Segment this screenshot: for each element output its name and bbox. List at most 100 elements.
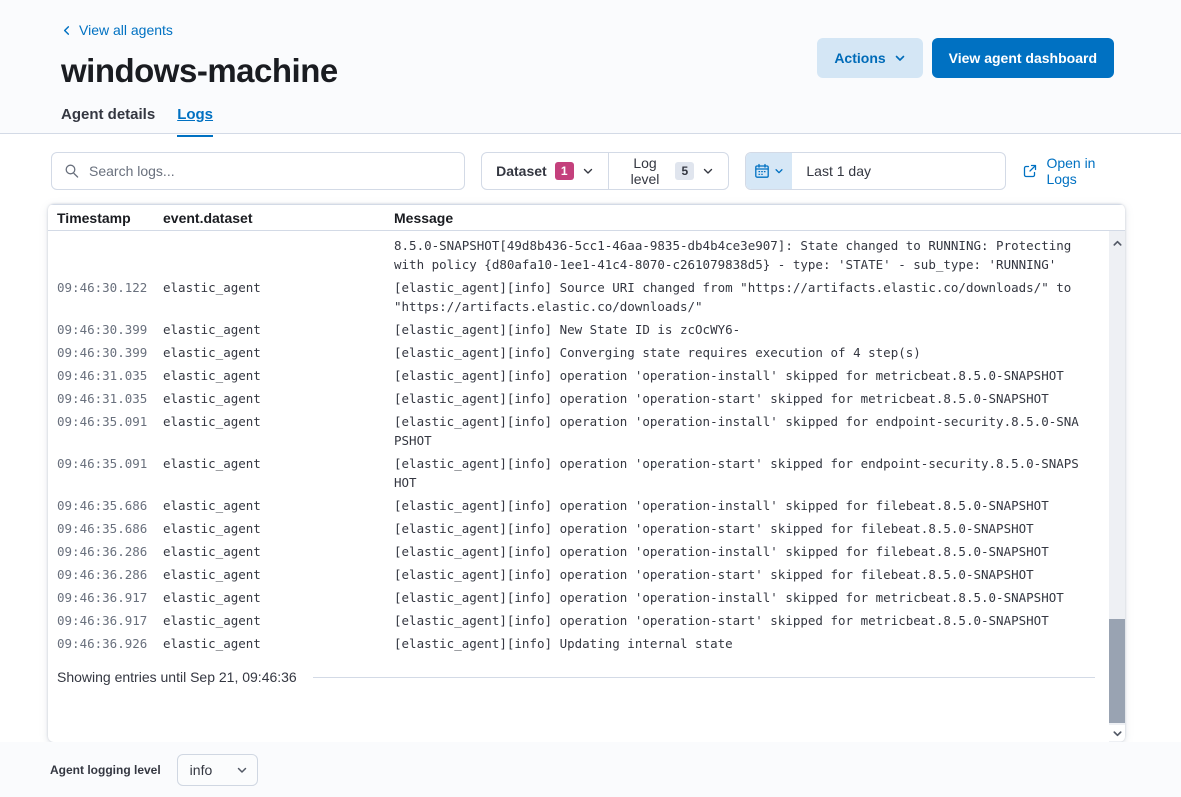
popout-icon — [1022, 163, 1038, 179]
message-cell: [elastic_agent][info] New State ID is zc… — [394, 322, 741, 337]
timestamp-cell: 09:46:35.686 — [57, 521, 148, 536]
timestamp-cell: 09:46:36.917 — [57, 590, 148, 605]
event-dataset-cell: elastic_agent — [163, 456, 261, 471]
column-header-event-dataset: event.dataset — [163, 209, 253, 226]
scrollbar-thumb[interactable] — [1109, 619, 1125, 723]
search-input[interactable] — [89, 163, 453, 179]
timestamp-cell: 09:46:36.286 — [57, 544, 148, 559]
vertical-scrollbar[interactable] — [1109, 231, 1125, 742]
agent-logging-level-label: Agent logging level — [50, 763, 161, 777]
timestamp-cell: 09:46:30.122 — [57, 280, 148, 295]
event-dataset-cell: elastic_agent — [163, 590, 261, 605]
message-cell: [elastic_agent][info] operation 'operati… — [394, 498, 1049, 513]
calendar-dropdown-button[interactable] — [746, 153, 793, 189]
timestamp-cell: 09:46:35.091 — [57, 456, 148, 471]
event-dataset-cell: elastic_agent — [163, 391, 261, 406]
event-dataset-cell: elastic_agent — [163, 498, 261, 513]
timestamp-cell: 09:46:30.399 — [57, 345, 148, 360]
header-buttons: Actions View agent dashboard — [817, 38, 1114, 78]
search-box — [51, 152, 466, 190]
message-cell: [elastic_agent][info] operation 'operati… — [394, 544, 1049, 559]
timestamp-cell: 09:46:31.035 — [57, 391, 148, 406]
event-dataset-cell: elastic_agent — [163, 280, 261, 295]
timestamp-cell: 09:46:31.035 — [57, 368, 148, 383]
filter-group: Dataset 1 Log level 5 — [481, 152, 730, 190]
message-cell: [elastic_agent][info] operation 'operati… — [394, 414, 1079, 448]
log-scroll-area[interactable]: 8.5.0-SNAPSHOT[49d8b436-5cc1-46aa-9835-d… — [48, 231, 1125, 742]
open-in-logs-label: Open in Logs — [1046, 155, 1096, 187]
view-agent-dashboard-button[interactable]: View agent dashboard — [931, 38, 1114, 78]
timestamp-cell — [48, 236, 163, 274]
scroll-up-icon[interactable] — [1109, 235, 1125, 251]
back-link-label: View all agents — [79, 22, 173, 38]
column-header-timestamp: Timestamp — [57, 209, 131, 226]
message-cell: [elastic_agent][info] Source URI changed… — [394, 280, 1079, 314]
timestamp-cell: 09:46:36.286 — [57, 567, 148, 582]
message-cell: [elastic_agent][info] Converging state r… — [394, 345, 921, 360]
divider — [312, 676, 1095, 678]
event-dataset-cell: elastic_agent — [163, 521, 261, 536]
message-cell: [elastic_agent][info] operation 'operati… — [394, 456, 1079, 490]
log-filters-toolbar: Dataset 1 Log level 5 — [0, 134, 1181, 204]
tab-logs[interactable]: Logs — [177, 106, 214, 137]
log-level-filter-button[interactable]: Log level 5 — [607, 153, 729, 189]
chevron-down-icon — [236, 764, 248, 776]
tab-agent-details[interactable]: Agent details — [61, 105, 156, 123]
dataset-filter-label: Dataset — [496, 163, 547, 179]
table-row: 09:46:31.035 elastic_agent [elastic_agent]… — [48, 387, 1125, 410]
event-dataset-cell: elastic_agent — [163, 636, 261, 651]
chevron-down-icon — [774, 166, 784, 176]
date-picker: Last 1 day — [745, 152, 1007, 190]
log-level-filter-label: Log level — [630, 155, 660, 187]
table-row: 09:46:35.686 elastic_agent [elastic_agent]… — [48, 517, 1125, 540]
calendar-icon — [754, 163, 770, 179]
message-cell: 8.5.0-SNAPSHOT[49d8b436-5cc1-46aa-9835-d… — [394, 238, 1079, 272]
message-cell: [elastic_agent][info] operation 'operati… — [394, 391, 1049, 406]
page-title: windows-machine — [61, 51, 338, 89]
dataset-filter-button[interactable]: Dataset 1 — [482, 153, 608, 189]
chevron-down-icon — [894, 52, 906, 64]
timestamp-cell: 09:46:35.686 — [57, 498, 148, 513]
time-range-value[interactable]: Last 1 day — [806, 163, 871, 179]
table-row: 09:46:30.122 elastic_agent [elastic_agent]… — [48, 276, 1125, 318]
message-cell: [elastic_agent][info] operation 'operati… — [394, 590, 1064, 605]
message-cell: [elastic_agent][info] operation 'operati… — [394, 368, 1064, 383]
event-dataset-cell: elastic_agent — [163, 567, 261, 582]
logging-level-value: info — [189, 762, 213, 778]
chevron-left-icon — [61, 25, 72, 36]
message-cell: [elastic_agent][info] operation 'operati… — [394, 567, 1034, 582]
back-link[interactable]: View all agents — [61, 22, 173, 38]
timestamp-cell: 09:46:36.917 — [57, 613, 148, 628]
entries-note: Showing entries until Sep 21, 09:46:36 — [57, 669, 297, 685]
event-dataset-cell: elastic_agent — [163, 345, 261, 360]
message-cell: [elastic_agent][info] operation 'operati… — [394, 521, 1034, 536]
open-in-logs-link[interactable]: Open in Logs — [1022, 155, 1125, 187]
event-dataset-cell: elastic_agent — [163, 544, 261, 559]
event-dataset-cell: elastic_agent — [163, 368, 261, 383]
table-row: 8.5.0-SNAPSHOT[49d8b436-5cc1-46aa-9835-d… — [48, 234, 1125, 276]
actions-button-label: Actions — [834, 50, 886, 66]
event-dataset-cell: elastic_agent — [163, 613, 261, 628]
timestamp-cell: 09:46:30.399 — [57, 322, 148, 337]
timestamp-cell: 09:46:36.926 — [57, 636, 148, 651]
event-dataset-cell: elastic_agent — [163, 322, 261, 337]
dataset-count-badge: 1 — [554, 162, 574, 180]
chevron-down-icon — [582, 165, 594, 177]
table-row: 09:46:36.926 elastic_agent [elastic_agent]… — [48, 632, 1125, 655]
column-header-message: Message — [394, 209, 454, 226]
log-rows: 8.5.0-SNAPSHOT[49d8b436-5cc1-46aa-9835-d… — [48, 234, 1125, 655]
logs-panel: Timestamp event.dataset Message 8.5.0-SN… — [48, 204, 1125, 742]
table-row: 09:46:35.091 elastic_agent [elastic_agent]… — [48, 452, 1125, 494]
actions-button[interactable]: Actions — [817, 38, 923, 78]
timestamp-cell: 09:46:35.091 — [57, 414, 148, 429]
message-cell: [elastic_agent][info] Updating internal … — [394, 636, 733, 651]
event-dataset-cell: elastic_agent — [163, 414, 261, 429]
logging-level-select[interactable]: info — [176, 754, 258, 786]
scroll-down-icon[interactable] — [1109, 725, 1125, 741]
log-table-header: Timestamp event.dataset Message — [48, 204, 1125, 231]
table-row: 09:46:36.286 elastic_agent [elastic_agent]… — [48, 540, 1125, 563]
chevron-down-icon — [702, 165, 714, 177]
table-row: 09:46:31.035 elastic_agent [elastic_agent]… — [48, 364, 1125, 387]
